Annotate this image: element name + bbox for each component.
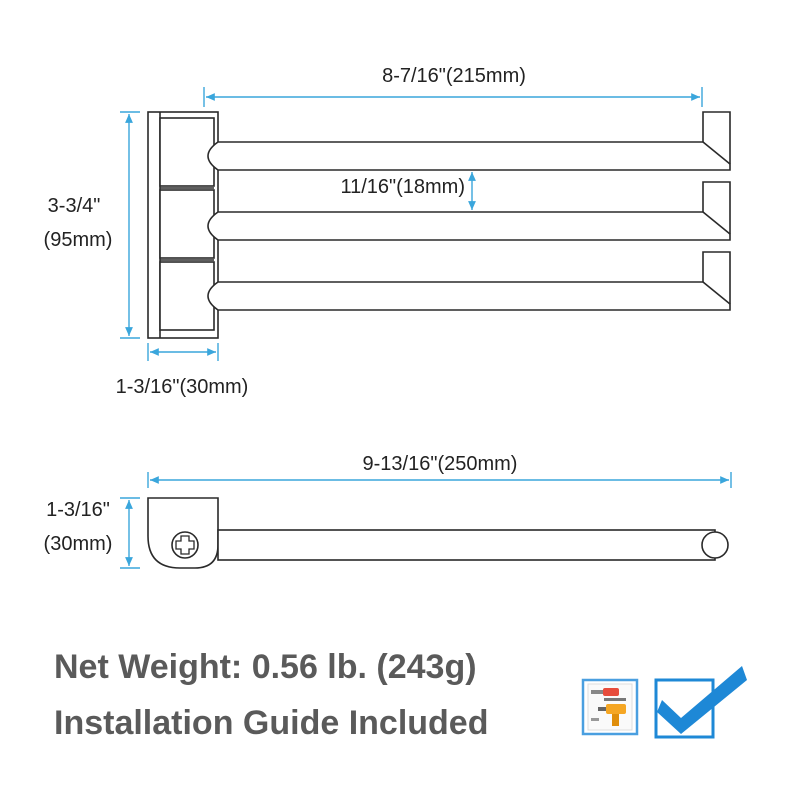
net-weight-text: Net Weight: 0.56 lb. (243g) xyxy=(54,648,477,686)
spacing-label: 11/16"(18mm) xyxy=(340,176,465,198)
top-view-dimensions xyxy=(120,87,703,361)
side-arm xyxy=(217,529,716,561)
length-label: 9-13/16"(250mm) xyxy=(363,453,518,475)
checkmark-icon xyxy=(654,666,747,739)
width-label: 8-7/16"(215mm) xyxy=(382,65,526,87)
base-depth-label: 1-3/16"(30mm) xyxy=(116,376,249,398)
installation-tools-icon xyxy=(581,678,639,736)
top-view-drawing xyxy=(147,111,731,339)
hinge-block xyxy=(159,117,215,187)
towel-arm-3 xyxy=(207,251,731,311)
side-height-label-line2: (30mm) xyxy=(44,533,113,555)
hinge-block xyxy=(159,261,215,331)
side-height-label-line1: 1-3/16" xyxy=(46,499,110,521)
height-label-line2: (95mm) xyxy=(44,229,113,251)
side-view-drawing xyxy=(147,497,729,569)
arm-end-cap xyxy=(701,531,729,559)
installation-guide-text: Installation Guide Included xyxy=(54,704,489,742)
hinge-block xyxy=(159,189,215,259)
screw-icon xyxy=(171,531,199,559)
towel-arm-1 xyxy=(207,111,731,171)
side-view-dimensions xyxy=(120,472,732,569)
towel-arm-2 xyxy=(207,181,731,241)
height-label-line1: 3-3/4" xyxy=(48,195,101,217)
